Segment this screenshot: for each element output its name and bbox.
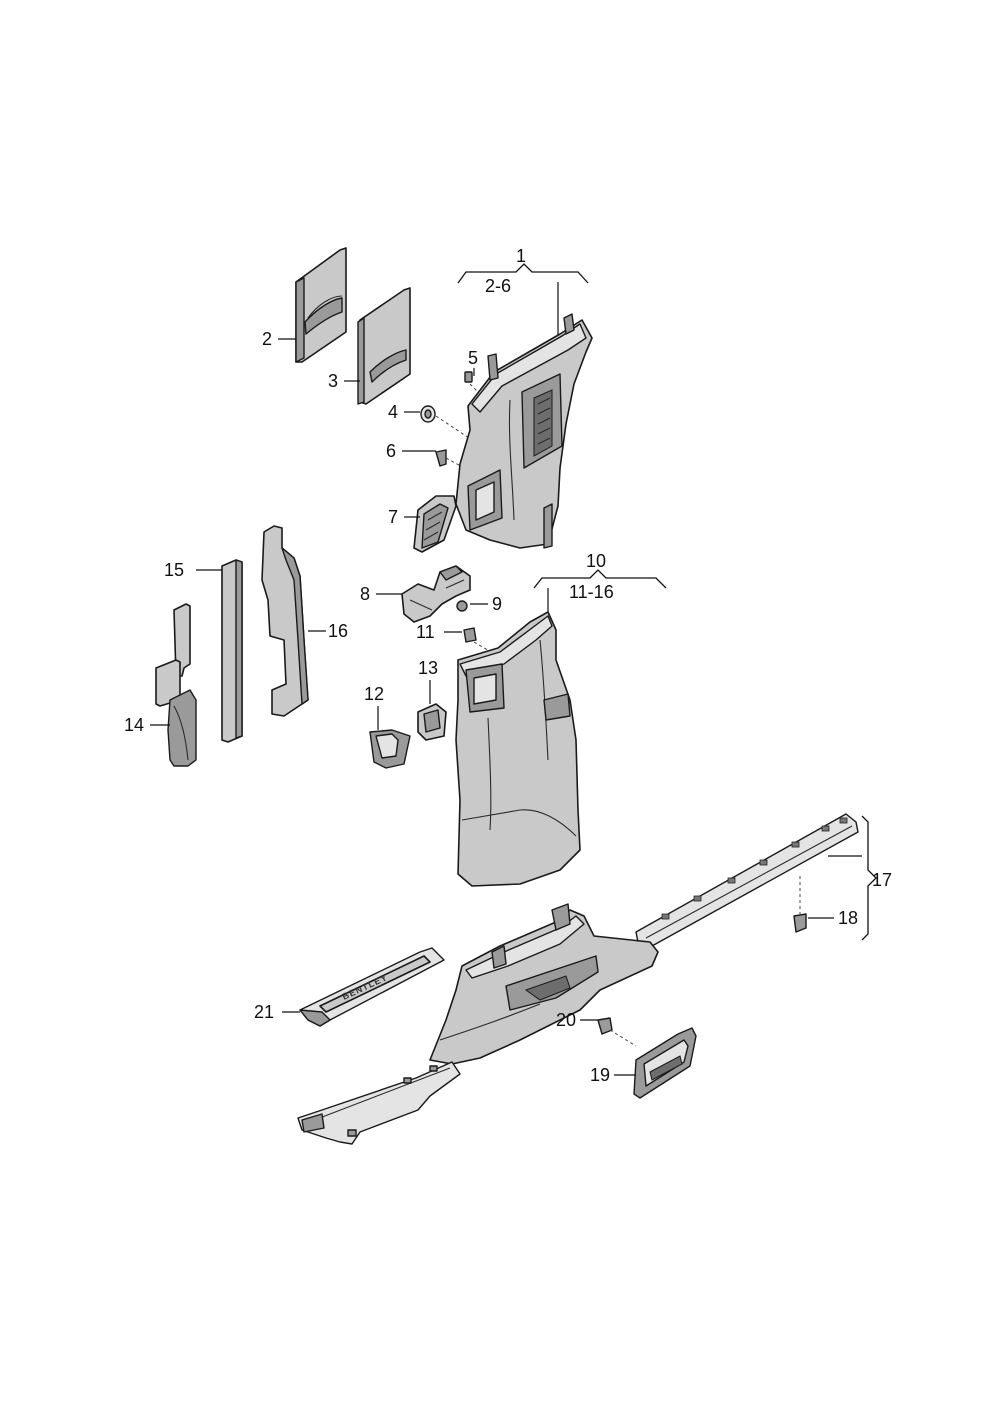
callout-6: 6: [386, 441, 396, 461]
callout-10-range: 11-16: [569, 582, 614, 602]
callout-16: 16: [328, 621, 348, 641]
group-1-bracket: 1 2-6: [457, 246, 589, 338]
part-2-trim-cover: 2: [262, 247, 347, 363]
callout-1: 1: [516, 246, 526, 266]
group-10-bracket: 10 11-16: [533, 551, 667, 616]
callout-4: 4: [388, 402, 398, 422]
callout-9: 9: [492, 594, 502, 614]
callout-1-range: 2-6: [485, 276, 511, 296]
part-18-clip: 18: [793, 876, 858, 933]
callout-5: 5: [468, 348, 478, 368]
part-21-sill-plate: BENTLEY 21: [254, 947, 445, 1027]
callout-13: 13: [418, 658, 438, 678]
part-17-sill-carrier: 17: [635, 813, 892, 947]
part-12-insert: 12: [364, 684, 411, 769]
callout-10: 10: [586, 551, 606, 571]
part-8-bracket: 8: [360, 565, 471, 623]
part-4-clip: 4: [388, 402, 473, 441]
callout-2: 2: [262, 329, 272, 349]
callout-18: 18: [838, 908, 858, 928]
callout-3: 3: [328, 371, 338, 391]
part-11-clip: 11: [416, 622, 499, 657]
callout-15: 15: [164, 560, 184, 580]
callout-8: 8: [360, 584, 370, 604]
callout-20: 20: [556, 1010, 576, 1030]
part-10-pillar-lower-trim: [455, 611, 581, 887]
part-19-trim-insert: 19: [590, 1027, 697, 1099]
callout-11: 11: [416, 622, 435, 642]
callout-12: 12: [364, 684, 384, 704]
part-16-foam-block: 16: [261, 525, 348, 717]
sill-lower-trim: [429, 903, 659, 1065]
part-9-screw: 9: [456, 594, 502, 614]
callout-14: 14: [124, 715, 144, 735]
part-15-foam-strip: 15: [164, 559, 243, 743]
part-13-clip-housing: 13: [417, 658, 447, 741]
part-6-clip: 6: [386, 441, 469, 471]
callout-21: 21: [254, 1002, 274, 1022]
part-3-trim-cover: 3: [328, 287, 411, 405]
part-14-foam-pad: 14: [124, 603, 197, 767]
callout-19: 19: [590, 1065, 610, 1085]
sill-base-plate: [297, 1061, 461, 1145]
part-7-insert: 7: [388, 495, 457, 553]
part-20-clip: 20: [556, 1010, 637, 1047]
callout-17: 17: [872, 870, 892, 890]
part-1-pillar-trim-panel: [455, 313, 593, 549]
callout-7: 7: [388, 507, 398, 527]
